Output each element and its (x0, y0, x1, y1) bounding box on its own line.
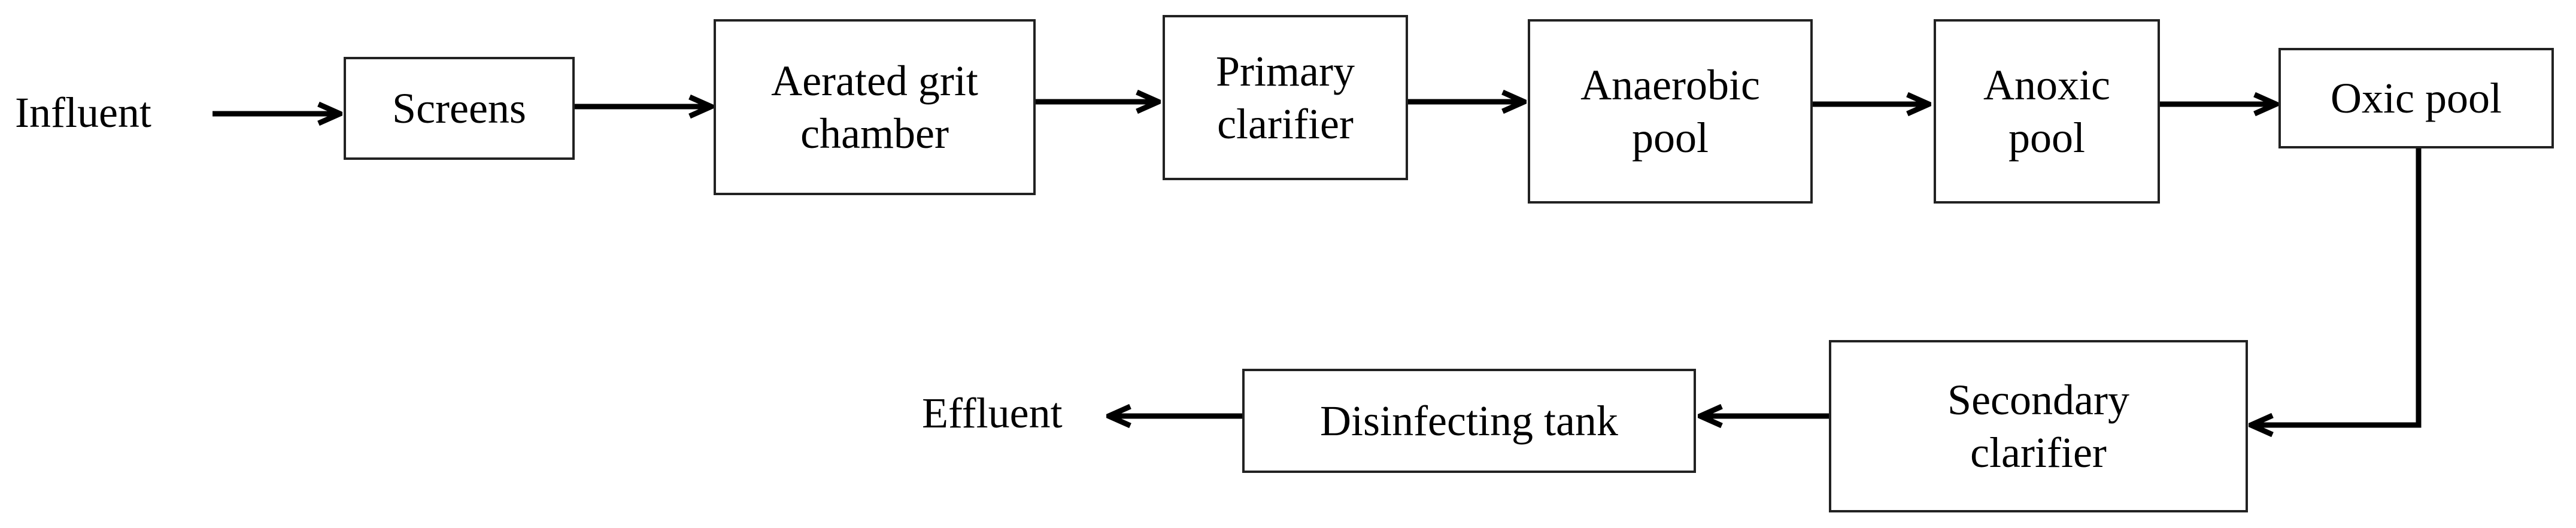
disinfecting-tank-label: Disinfecting tank (1320, 397, 1618, 445)
aerated-grit-chamber-box: Aerated grit chamber (714, 19, 1036, 195)
aerated-grit-chamber-label: Aerated grit chamber (771, 57, 978, 157)
anoxic-pool-box: Anoxic pool (1934, 19, 2160, 204)
oxic-pool-box: Oxic pool (2278, 48, 2554, 148)
anaerobic-pool-box: Anaerobic pool (1528, 19, 1813, 204)
screens-box: Screens (344, 57, 575, 160)
influent-label: Influent (15, 89, 151, 136)
secondary-clarifier-box: Secondary clarifier (1829, 340, 2248, 512)
primary-clarifier-label: Primary clarifier (1216, 47, 1355, 148)
anaerobic-pool-label: Anaerobic pool (1580, 61, 1760, 162)
arrow-oxic-pool-to-secondary-clarifier (2251, 148, 2422, 425)
screens-label: Screens (392, 84, 526, 132)
disinfecting-tank-box: Disinfecting tank (1242, 369, 1696, 473)
anoxic-pool-label: Anoxic pool (1983, 61, 2110, 162)
effluent-label: Effluent (922, 389, 1063, 437)
secondary-clarifier-label: Secondary clarifier (1947, 376, 2129, 477)
primary-clarifier-box: Primary clarifier (1163, 15, 1408, 180)
oxic-pool-label: Oxic pool (2331, 74, 2502, 122)
